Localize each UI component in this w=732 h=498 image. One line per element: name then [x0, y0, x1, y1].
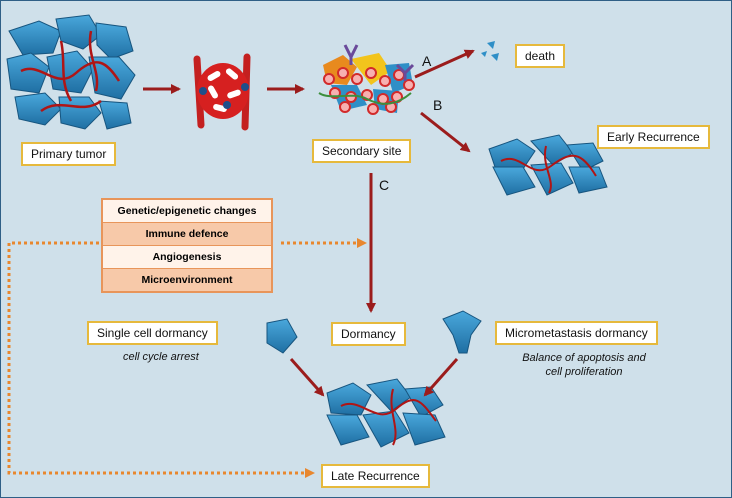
- arrow-micro-to-late: [423, 358, 459, 397]
- vessel-graphic: [193, 53, 251, 131]
- arrow-single-to-late: [289, 358, 325, 397]
- early-recurrence-vessels: [500, 145, 597, 194]
- cell-cycle-arrest-note: cell cycle arrest: [123, 351, 199, 363]
- secondary-site-graphic: [318, 44, 415, 115]
- micrometastasis-cell-graphic: [442, 310, 482, 354]
- single-cell-dormancy-label: Single cell dormancy: [87, 321, 218, 345]
- factor-genetic: Genetic/epigenetic changes: [103, 200, 271, 223]
- secondary-site-label: Secondary site: [312, 139, 412, 163]
- primary-tumor-graphic: [6, 14, 136, 130]
- balance-note-line2: cell proliferation: [545, 366, 623, 378]
- factor-immune: Immune defence: [103, 223, 271, 246]
- branch-c-letter: C: [379, 177, 390, 193]
- factor-angiogenesis: Angiogenesis: [103, 246, 271, 269]
- death-label: death: [515, 44, 566, 68]
- primary-tumor-label: Primary tumor: [21, 142, 117, 166]
- late-recurrence-vessels: [340, 388, 437, 446]
- balance-note: Balance of apoptosis and cell proliferat…: [519, 351, 649, 379]
- branch-b-letter: B: [433, 97, 443, 113]
- single-cell-graphic: [266, 318, 298, 354]
- tumor-vessels: [20, 30, 121, 113]
- early-recurrence-label: Early Recurrence: [597, 125, 710, 149]
- balance-note-line1: Balance of apoptosis and: [522, 352, 646, 364]
- factors-late-arrow: [7, 241, 315, 478]
- dormancy-label: Dormancy: [331, 322, 406, 346]
- arrow-b-early: [420, 111, 471, 153]
- late-recurrence-label: Late Recurrence: [321, 464, 430, 488]
- factor-microenvironment: Microenvironment: [103, 269, 271, 291]
- late-recurrence-graphic: [326, 378, 446, 448]
- micrometastasis-dormancy-label: Micrometastasis dormancy: [495, 321, 658, 345]
- factors-table: Genetic/epigenetic changes Immune defenc…: [101, 198, 273, 293]
- arrow-a-death: [414, 49, 475, 79]
- death-fragments-graphic: [481, 41, 499, 61]
- branch-a-letter: A: [422, 53, 432, 69]
